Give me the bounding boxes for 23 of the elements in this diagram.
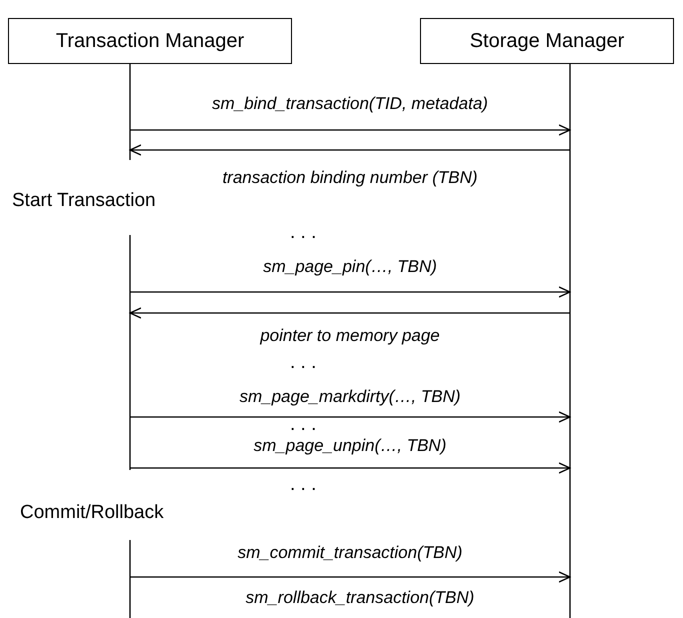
- message-arrow: [129, 144, 570, 156]
- message-label: sm_rollback_transaction(TBN): [244, 588, 476, 608]
- message-label: pointer to memory page: [258, 326, 442, 346]
- ellipsis-text: . . .: [290, 352, 316, 374]
- participant-box: Transaction Manager: [8, 18, 292, 64]
- message-arrow: [130, 571, 571, 583]
- message-arrow: [129, 307, 570, 319]
- ellipsis-text: . . .: [290, 222, 316, 244]
- section-label: Start Transaction: [12, 190, 156, 212]
- message-label: sm_page_markdirty(…, TBN): [237, 387, 463, 407]
- message-arrow: [130, 124, 571, 136]
- message-arrow: [130, 411, 571, 423]
- participant-box: Storage Manager: [420, 18, 674, 64]
- message-label: transaction binding number (TBN): [220, 168, 480, 188]
- section-label: Commit/Rollback: [20, 502, 164, 524]
- message-arrow: [130, 286, 571, 298]
- ellipsis-text: . . .: [290, 474, 316, 496]
- message-label: sm_commit_transaction(TBN): [236, 543, 464, 563]
- message-label: sm_page_unpin(…, TBN): [252, 436, 448, 456]
- message-label: sm_bind_transaction(TID, metadata): [210, 94, 490, 114]
- message-arrow: [130, 462, 571, 474]
- message-label: sm_page_pin(…, TBN): [261, 257, 439, 277]
- ellipsis-text: . . .: [290, 414, 316, 436]
